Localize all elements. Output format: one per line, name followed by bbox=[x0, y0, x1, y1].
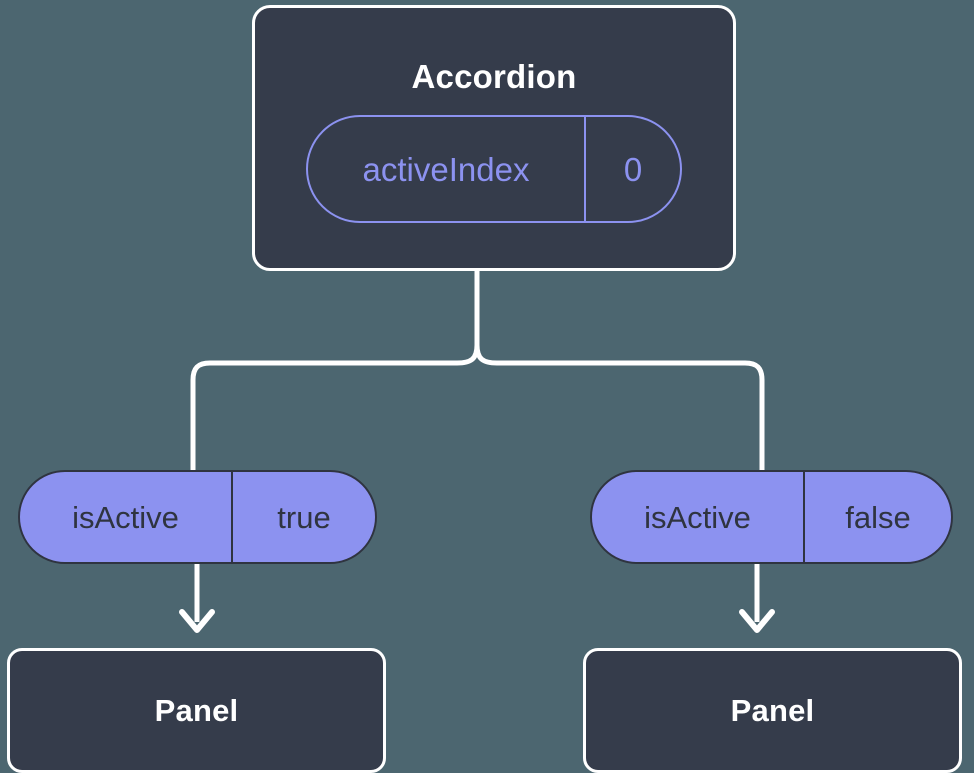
edge-root-to-branches bbox=[474, 268, 765, 473]
state-pill-value: 0 bbox=[623, 150, 643, 188]
node-panel-right[interactable]: Panel bbox=[583, 648, 962, 773]
prop-pill-right-key: isActive bbox=[592, 472, 805, 562]
prop-pill-left-value: true bbox=[277, 499, 331, 535]
arrow-right-head bbox=[739, 609, 775, 633]
prop-pill-isactive-false[interactable]: isActive false bbox=[590, 470, 953, 564]
state-pill-key: activeIndex bbox=[308, 117, 586, 221]
node-panel-right-title: Panel bbox=[730, 693, 815, 728]
prop-pill-right-value: false bbox=[845, 499, 911, 535]
arrow-left-head bbox=[179, 609, 215, 633]
prop-pill-left-key: isActive bbox=[20, 472, 233, 562]
node-accordion-title: Accordion bbox=[411, 58, 577, 95]
edge-root-to-branch-left bbox=[190, 342, 480, 473]
node-panel-left-title: Panel bbox=[154, 693, 239, 728]
state-pill-activeindex[interactable]: activeIndex 0 bbox=[306, 115, 682, 223]
prop-pill-isactive-true[interactable]: isActive true bbox=[18, 470, 377, 564]
node-panel-left[interactable]: Panel bbox=[7, 648, 386, 773]
